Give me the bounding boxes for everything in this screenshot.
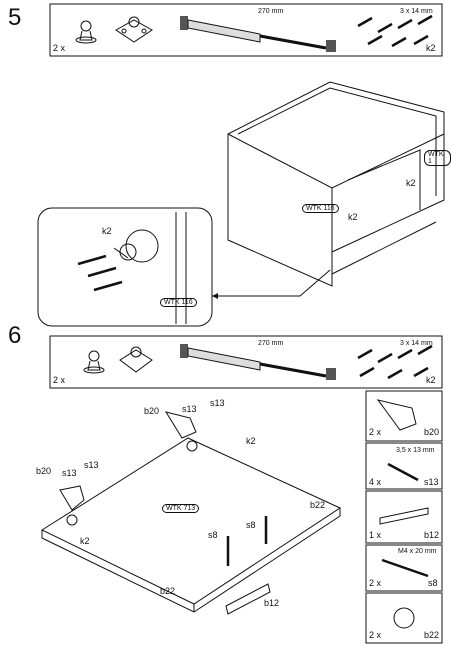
detail-wtk-116-label: WTK 116	[160, 298, 197, 307]
bolt-icons	[226, 516, 268, 566]
bracket-fitting-icon	[115, 16, 153, 43]
label-b20-b: b20	[36, 466, 52, 476]
label-s8-a: s8	[208, 530, 218, 540]
label-b22-a: b22	[310, 500, 326, 510]
detail-k2-label: k2	[102, 226, 112, 236]
side-box-2-qty: 4 x	[369, 477, 382, 487]
side-box-3-code: b12	[424, 530, 440, 540]
k2-label-a: k2	[406, 178, 416, 188]
step6-rod-dim: 270 mm	[258, 340, 284, 347]
step6-screw-dim: 3 x 14 mm	[400, 340, 433, 347]
screw-set-icon	[357, 14, 433, 48]
door-panel	[40, 437, 342, 613]
step6-parts-box	[49, 335, 443, 389]
detail-pointer-line	[212, 269, 331, 297]
label-b22-b: b22	[160, 586, 176, 596]
side-boxes-frame	[365, 390, 443, 644]
label-b12: b12	[264, 598, 280, 608]
side-box-2-code: s13	[424, 477, 439, 487]
wtk-713-label: WTK 713	[162, 504, 200, 513]
detail-callout-box	[37, 207, 213, 327]
step5-screw-dim: 3 x 14 mm	[400, 8, 433, 15]
label-s13-a: s13	[182, 404, 197, 414]
label-s13-d: s13	[84, 460, 99, 470]
side-box-4-qty: 2 x	[369, 578, 382, 588]
label-s13-c: s13	[62, 468, 77, 478]
detail-wall	[175, 212, 187, 324]
cabinet-box	[227, 81, 445, 287]
wtk-116-label: WTK 116	[302, 204, 339, 213]
detail-screws-icon	[77, 254, 123, 292]
label-k2-a: k2	[246, 436, 256, 446]
step-number-6: 6	[8, 322, 22, 349]
side-box-1-code: b20	[424, 427, 440, 437]
side-hinge-icon	[376, 399, 417, 431]
gas-strut-icon	[180, 16, 336, 52]
side-bolt-icon	[381, 558, 429, 578]
label-s8-b: s8	[246, 520, 256, 530]
step6-qty: 2 x	[53, 375, 66, 385]
ball-fitting-icon	[75, 20, 97, 44]
side-screw-icon	[387, 462, 419, 482]
ball-fitting-icon-2	[83, 350, 105, 374]
step5-rod-dim: 270 mm	[258, 8, 284, 15]
label-b20-a: b20	[144, 406, 160, 416]
side-box-5-code: b22	[424, 630, 440, 640]
step5-qty: 2 x	[53, 43, 66, 53]
step5-code: k2	[426, 43, 436, 53]
side-box-1-qty: 2 x	[369, 427, 382, 437]
label-k2-b: k2	[80, 536, 90, 546]
side-box-3-qty: 1 x	[369, 530, 382, 540]
side-box-4-code: s8	[428, 578, 438, 588]
k2-label-b: k2	[348, 212, 358, 222]
detail-fitting-icon	[113, 229, 159, 263]
side-box-5-qty: 2 x	[369, 630, 382, 640]
hinge-left-icon	[59, 485, 85, 526]
step-number-5: 5	[8, 4, 22, 31]
side-handle-icon	[379, 507, 429, 525]
side-box-4-dim: M4 x 20 mm	[398, 548, 437, 555]
step6-code: k2	[426, 375, 436, 385]
screw-set-icon-2	[357, 344, 433, 380]
wtk-1-label: WTK 1	[424, 150, 451, 166]
handle-icon	[225, 583, 271, 615]
hinge-top-icon	[164, 411, 198, 452]
side-box-2-dim: 3,5 x 13 mm	[396, 447, 435, 454]
bracket-fitting-icon-2	[119, 346, 153, 373]
label-s13-b: s13	[210, 398, 225, 408]
step5-parts-box	[49, 3, 443, 57]
gas-strut-icon-2	[180, 344, 336, 380]
side-cap-icon	[393, 607, 415, 629]
